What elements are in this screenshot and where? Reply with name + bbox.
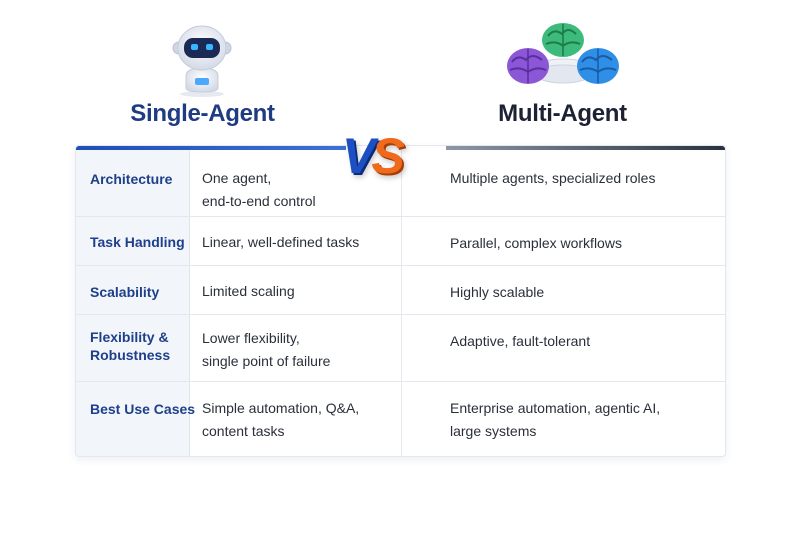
comparison-table: Architecture One agent, end-to-end contr… — [75, 145, 726, 457]
vs-badge: VS — [342, 128, 432, 184]
row-divider — [76, 216, 725, 217]
column-divider — [401, 150, 402, 456]
row-label: Flexibility & Robustness — [90, 329, 171, 363]
single-agent-accent-bar — [76, 146, 346, 150]
single-agent-cell: Linear, well-defined tasks — [202, 234, 360, 250]
label-column — [76, 150, 190, 456]
single-agent-header: Single-Agent — [100, 0, 305, 140]
row-divider — [76, 265, 725, 266]
brains-icon — [507, 23, 619, 84]
multi-agent-cell: Adaptive, fault-tolerant — [450, 333, 591, 349]
single-agent-title: Single-Agent — [130, 100, 275, 127]
vs-v-letter: V — [342, 128, 375, 184]
row-label: Architecture — [90, 171, 173, 187]
row-label: Task Handling — [90, 234, 185, 250]
single-agent-cell: Lower flexibility, single point of failu… — [202, 330, 331, 369]
single-agent-cell: Simple automation, Q&A, content tasks — [202, 400, 360, 439]
multi-agent-cell: Enterprise automation, agentic AI, large… — [450, 400, 661, 439]
multi-agent-header: Multi-Agent — [460, 0, 665, 140]
multi-agent-cell: Multiple agents, specialized roles — [450, 170, 656, 186]
single-agent-cell: One agent, end-to-end control — [202, 170, 316, 209]
vs-s-letter: S — [371, 128, 404, 184]
robot-icon — [172, 25, 232, 97]
single-agent-cell: Limited scaling — [202, 283, 295, 299]
multi-agent-accent-bar — [446, 146, 725, 150]
multi-agent-cell: Highly scalable — [450, 284, 545, 300]
row-label: Scalability — [90, 284, 160, 300]
multi-agent-title: Multi-Agent — [498, 100, 627, 127]
row-label: Best Use Cases — [90, 401, 196, 417]
multi-agent-cell: Parallel, complex workflows — [450, 235, 622, 251]
row-divider — [76, 381, 725, 382]
row-divider — [76, 314, 725, 315]
